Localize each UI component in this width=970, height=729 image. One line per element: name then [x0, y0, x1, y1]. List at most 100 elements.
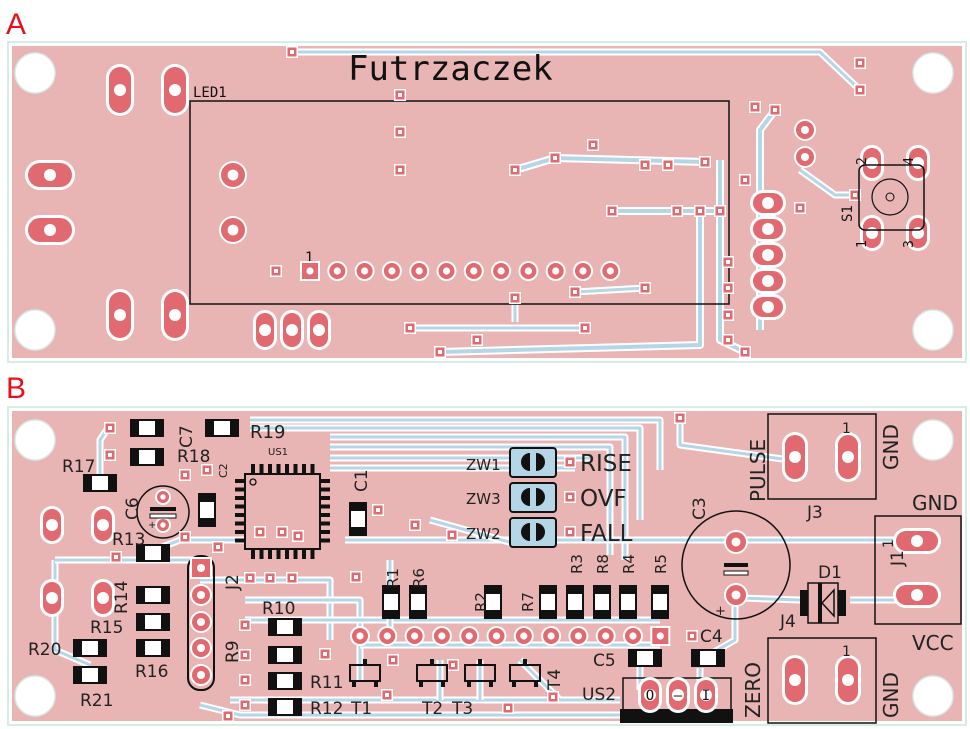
drill-hole — [762, 223, 774, 235]
component-label-r16: R16 — [135, 662, 168, 682]
via-hole — [398, 130, 402, 134]
transistor-pin — [489, 681, 493, 687]
drill-hole — [842, 451, 854, 463]
chip-pin — [276, 550, 281, 559]
via-hole — [183, 535, 187, 539]
capacitor-plate — [723, 570, 749, 576]
via-hole — [551, 695, 555, 699]
drill-hole — [114, 309, 126, 321]
via-hole — [610, 209, 614, 213]
drill-hole — [644, 689, 656, 701]
chip-pin — [235, 504, 244, 509]
via-hole — [675, 209, 679, 213]
smd-pad — [137, 614, 145, 630]
mounting-hole — [912, 419, 954, 461]
component-label-us1: US1 — [268, 447, 288, 458]
via-hole — [398, 168, 402, 172]
via-hole — [108, 453, 112, 457]
via-hole — [258, 530, 262, 534]
transistor-pin — [441, 681, 445, 687]
component-label-r2: R2 — [472, 592, 490, 612]
chip-pin — [302, 464, 306, 473]
switch-pin-label: 1 — [855, 240, 870, 248]
smd-pad — [161, 587, 169, 603]
connector-j3-outline — [767, 413, 877, 500]
drill-hole — [465, 632, 473, 640]
transistor-pin — [363, 659, 367, 665]
drill-hole — [731, 537, 741, 547]
component-label-r3: R3 — [568, 554, 586, 574]
component-label-j2: J2 — [223, 574, 243, 591]
chip-pin — [235, 530, 244, 534]
smd-pad — [383, 610, 399, 618]
chip-pin — [293, 550, 298, 559]
via-hole — [183, 473, 187, 477]
smd-pad — [131, 420, 139, 436]
smd-pad — [293, 647, 301, 663]
component-label-c5: C5 — [593, 651, 616, 671]
chip-pin — [321, 487, 330, 492]
chip-pin — [251, 464, 255, 473]
chip-pin — [235, 538, 244, 543]
mounting-hole — [14, 309, 56, 351]
drill-hole — [470, 267, 478, 275]
smd-pad — [161, 640, 169, 656]
connector-label-gnd-j1: GND — [912, 491, 958, 515]
switch-pin-label: 2 — [855, 157, 870, 165]
smd-pad — [652, 586, 668, 594]
board-title: Futrzaczek — [348, 49, 553, 89]
via-hole — [753, 105, 757, 109]
smd-pad — [692, 650, 700, 666]
via-hole — [573, 290, 577, 294]
transistor-pin — [478, 659, 482, 665]
component-label-t1: T1 — [350, 699, 372, 719]
via-hole — [243, 623, 247, 627]
chip-pin — [310, 464, 315, 473]
chip-pin — [302, 550, 306, 559]
chip-pin — [235, 479, 244, 483]
drill-hole — [227, 169, 239, 181]
via-hole — [290, 576, 294, 580]
via-hole — [568, 530, 572, 534]
smd-pad — [98, 667, 106, 683]
drill-hole — [442, 267, 451, 275]
smd-pad — [383, 586, 399, 594]
chip-pin — [321, 530, 330, 534]
smd-pad — [155, 420, 163, 436]
us1-chip — [235, 464, 330, 559]
drill-hole — [629, 632, 637, 640]
chip-pin — [259, 464, 264, 473]
smd-pad — [653, 650, 661, 666]
chip-pin — [251, 550, 255, 559]
connector-label-j3-pin1: 1 — [842, 421, 851, 437]
section-label-b: B — [6, 372, 26, 405]
component-label-r10: R10 — [262, 599, 295, 619]
component-label-r5: R5 — [652, 554, 670, 574]
smd-pad — [567, 586, 583, 594]
connector-label-zero: ZERO — [741, 662, 765, 718]
component-label-t2: T2 — [421, 699, 443, 719]
drill-hole — [656, 632, 664, 640]
via-hole — [726, 313, 730, 317]
drill-hole — [731, 590, 741, 600]
drill-hole — [160, 494, 166, 500]
diode-pad — [838, 590, 846, 616]
smd-pad — [410, 586, 426, 594]
via-hole — [513, 168, 517, 172]
connector-label-gnd-j4: GND — [879, 672, 903, 718]
trace — [678, 420, 791, 462]
via-hole — [408, 326, 412, 330]
smd-pad — [199, 518, 215, 526]
via-hole — [243, 653, 247, 657]
drill-hole — [911, 535, 923, 547]
drill-hole — [196, 643, 206, 653]
drill-hole — [800, 125, 810, 135]
diode-symbol — [820, 588, 835, 618]
led-display-outline — [189, 100, 730, 305]
drill-hole — [552, 267, 560, 275]
jumper-label-ovf: OVF — [580, 486, 627, 512]
drill-hole — [97, 592, 109, 604]
